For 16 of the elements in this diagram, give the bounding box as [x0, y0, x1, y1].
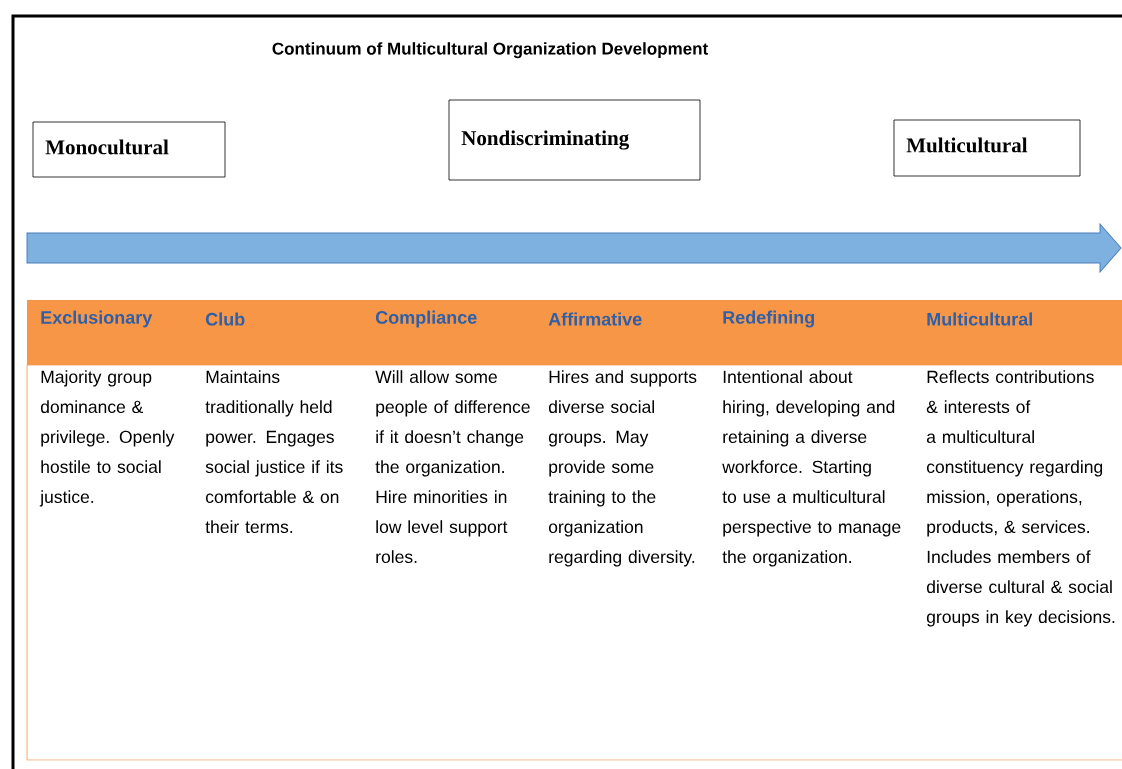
description-text: Intentional about hiring, developing and retaining a diverse workforce. Starting to use a multicultural perspective to manage the organization.: [722, 370, 901, 567]
description-text: Hires and supports diverse social groups. May provide some training to the organization regarding diversity.: [548, 370, 697, 567]
stage-box: Nondiscriminating: [448, 99, 701, 181]
column-heading: Redefining: [723, 310, 814, 328]
title: Continuum of Multicultural Organization Development: [272, 42, 708, 59]
description-text: Will allow some people of difference if it doesn’t change the organization. Hire minorities in low level support roles.: [375, 370, 530, 564]
column-heading: Affirmative: [548, 312, 642, 326]
column-heading: Multicultural: [927, 312, 1032, 326]
column-heading: Compliance: [375, 310, 477, 328]
description-text: Reflects contributions & interests of a multicultural constituency regarding mission, operations, products, & services. Includes members of diverse cultural & social groups in key decisions.: [926, 370, 1115, 627]
stage-box: Monocultural: [32, 121, 226, 178]
column-heading: Club: [205, 312, 245, 326]
description-text: Maintains traditionally held power. Engages social justice if its comfortable & on their terms.: [205, 370, 343, 534]
column-heading: Exclusionary: [41, 310, 153, 328]
stage-box: Multicultural: [893, 119, 1081, 177]
description-text: Majority group dominance & privilege. Openly hostile to social justice.: [39, 370, 175, 507]
